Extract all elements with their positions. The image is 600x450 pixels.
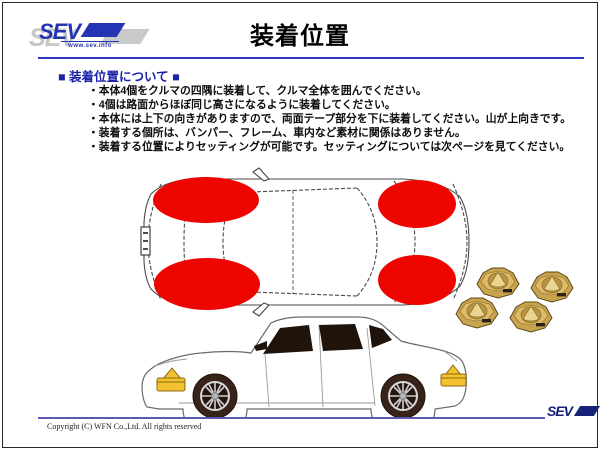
instruction-item: ・4個は路面からほぼ同じ高さになるように装着してください。 [88, 99, 396, 111]
sev-device [476, 267, 520, 299]
instruction-item: ・本体には上下の向きがありますので、両面テープ部分を下に装着してください。山が上… [88, 113, 572, 125]
sev-logo: SEV SEV www.sev.info [29, 17, 169, 55]
mounting-marker-rear-left [153, 177, 259, 223]
mounting-marker-front-left [378, 180, 456, 228]
sev-logo-ghost-text: SEV [29, 24, 77, 52]
instruction-item: ・本体4個をクルマの四隅に装着して、クルマ全体を囲んでください。 [88, 85, 427, 97]
mounting-marker-rear-right [154, 258, 260, 310]
tinted-windows [254, 324, 392, 354]
instruction-list: ・本体4個をクルマの四隅に装着して、クルマ全体を囲んでください。 ・4個は路面か… [88, 84, 588, 154]
section-heading: ■ 装着位置について ■ [58, 70, 180, 84]
device-marker-rear-bumper [440, 364, 467, 387]
instruction-item: ・装着する個所は、バンパー、フレーム、車内など素材に関係はありません。 [88, 127, 466, 139]
rear-wheel [380, 373, 426, 419]
sev-footer-logo-text: SEV [547, 403, 573, 419]
copyright-text: Copyright (C) WFN Co.,Ltd. All rights re… [47, 422, 202, 431]
sev-footer-logo-flag [573, 406, 600, 416]
sev-device [509, 301, 553, 333]
car-top-view-diagram [140, 167, 470, 317]
device-marker-front-bumper [156, 367, 186, 392]
sev-device [530, 271, 574, 303]
header-divider [38, 57, 584, 59]
sev-logo-text: SEV [39, 19, 81, 44]
front-wheel [192, 373, 238, 419]
instruction-item: ・装着する位置によりセッティングが可能です。セッティングについては次ページを見て… [88, 141, 571, 153]
mounting-marker-front-right [378, 255, 456, 305]
mounting-position-markers [153, 177, 456, 310]
sev-footer-logo: SEV [547, 403, 600, 423]
footer-divider [38, 417, 545, 419]
page-title: 装着位置 [250, 23, 350, 50]
car-side-view-diagram [141, 316, 467, 419]
sev-logo-url: www.sev.info [61, 41, 119, 49]
